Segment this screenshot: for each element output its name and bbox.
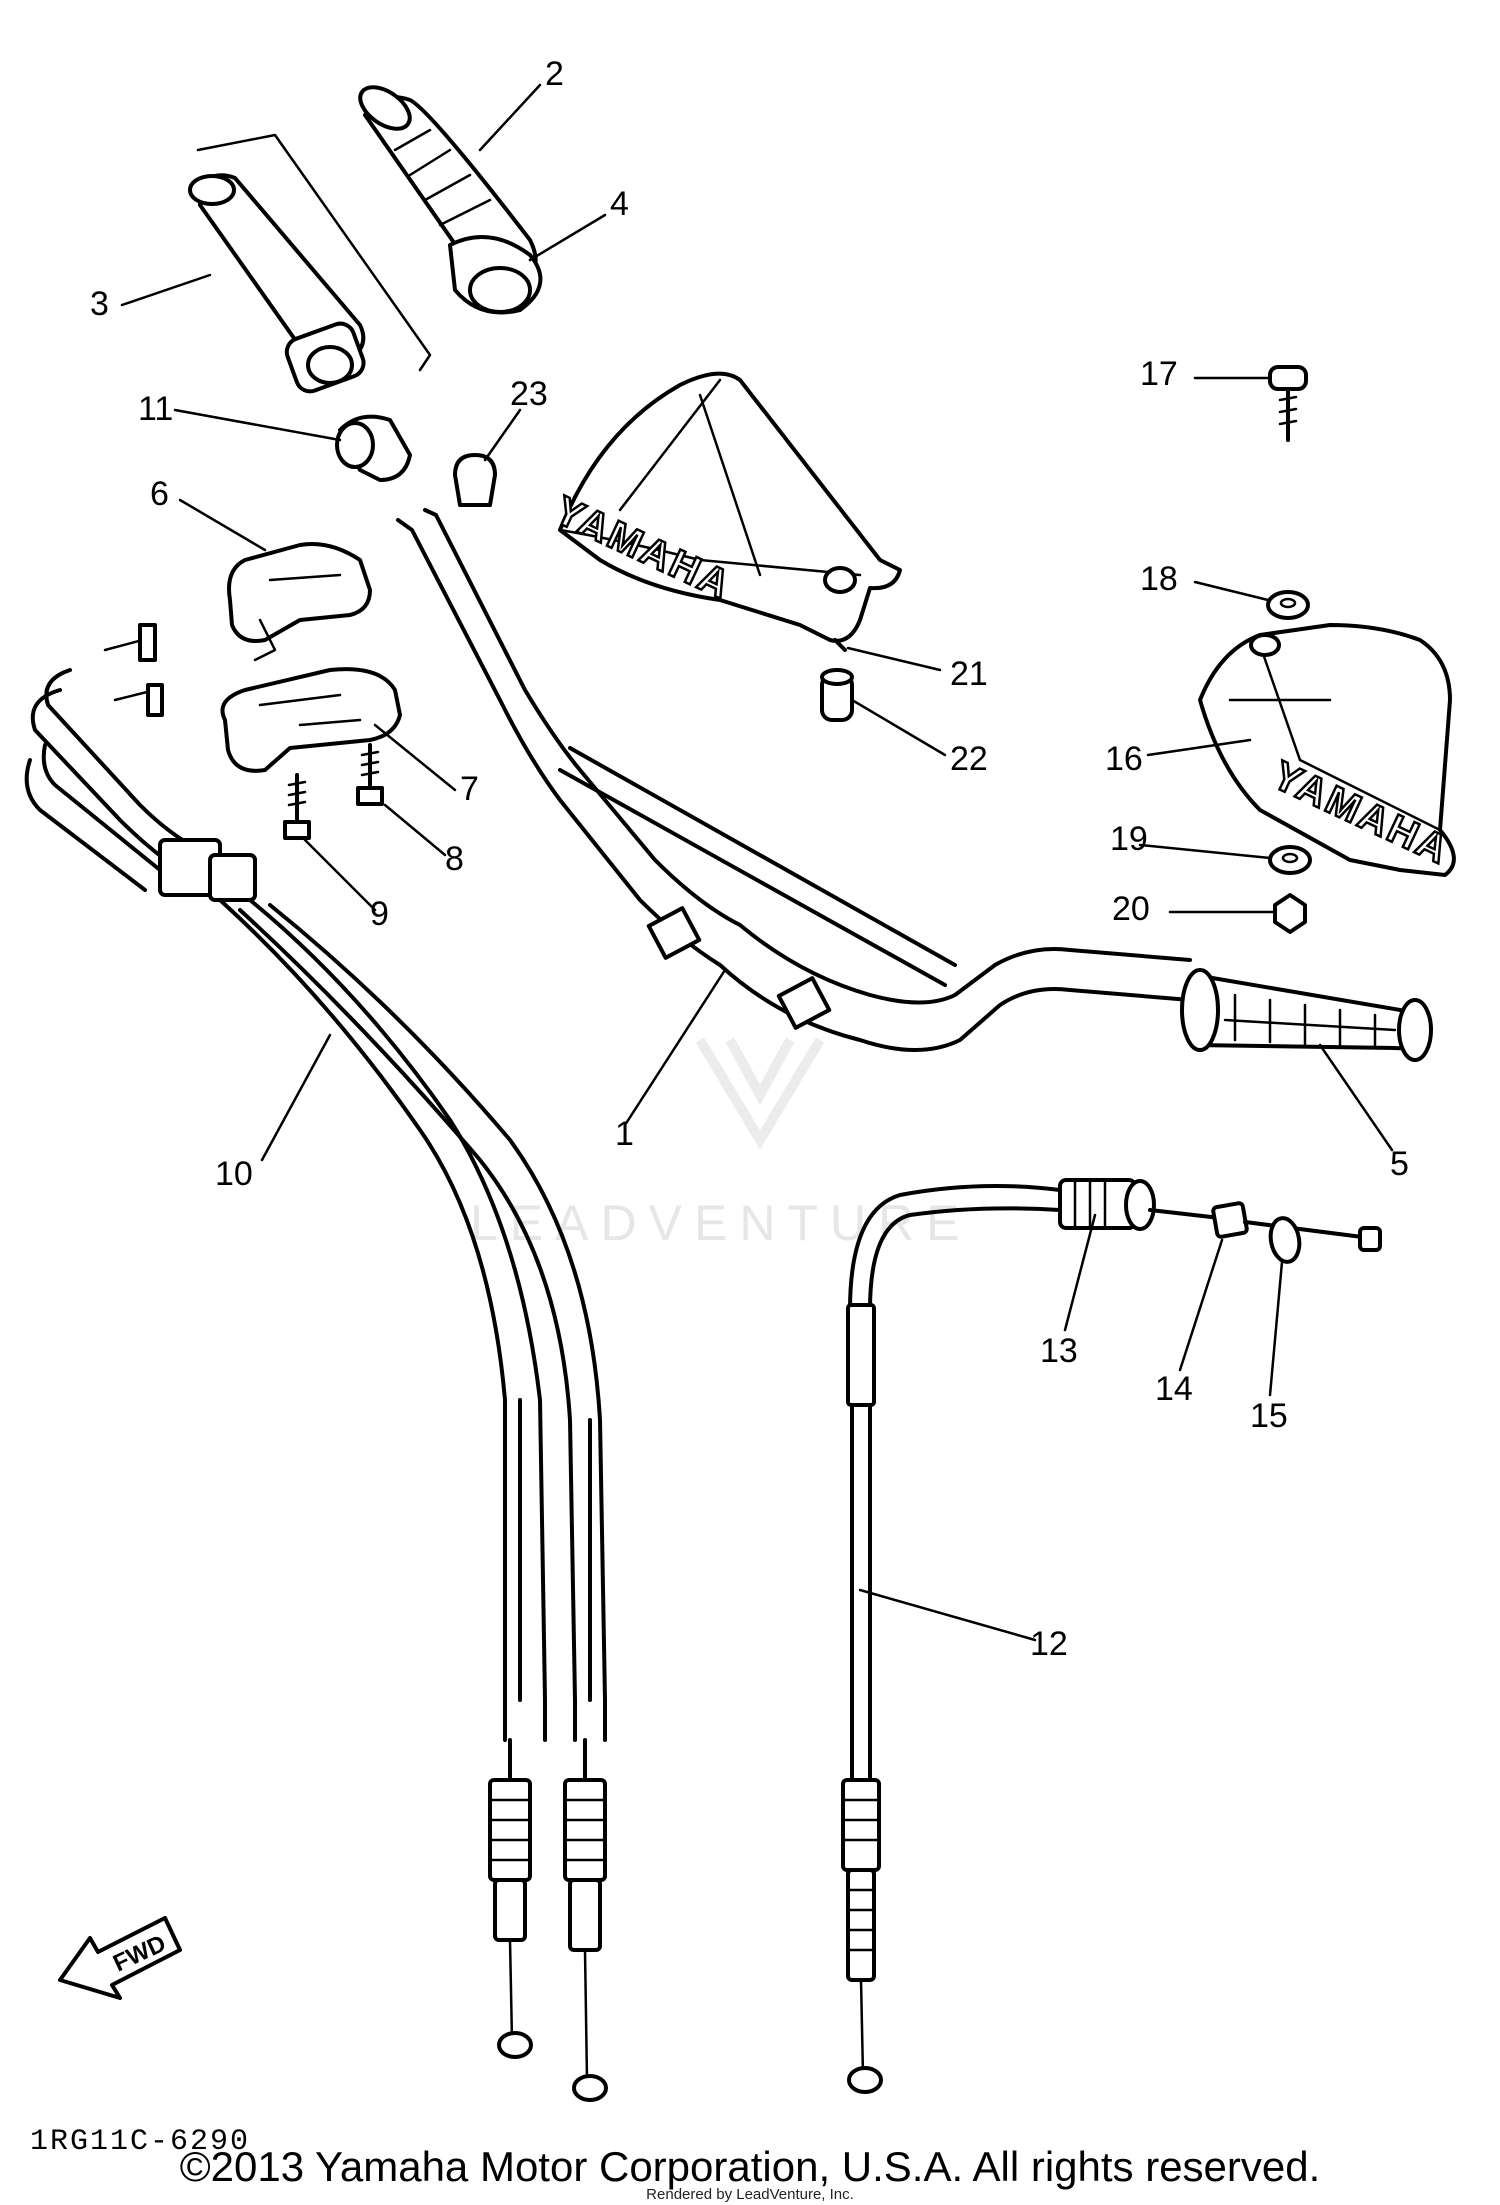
bolt bbox=[1268, 365, 1308, 442]
callout-6: 6 bbox=[150, 475, 169, 513]
throttle-housing-lower bbox=[220, 667, 402, 773]
callouts: 2 4 3 11 23 17 6 18 21 22 16 7 19 8 20 9… bbox=[90, 55, 1409, 1663]
callout-5: 5 bbox=[1390, 1145, 1409, 1183]
plug bbox=[453, 453, 497, 507]
leader-lines bbox=[120, 83, 1394, 1642]
rendered-by-note: Rendered by LeadVenture, Inc. bbox=[646, 2186, 854, 2203]
locknut-14 bbox=[1148, 1201, 1249, 1239]
screw-9 bbox=[283, 773, 311, 840]
washer-18 bbox=[1266, 590, 1310, 620]
throttle-grip bbox=[188, 173, 366, 394]
callout-2: 2 bbox=[545, 55, 564, 93]
callout-7: 7 bbox=[460, 770, 479, 808]
washer-19 bbox=[1268, 845, 1312, 875]
bracket-line bbox=[196, 133, 432, 372]
callout-3: 3 bbox=[90, 285, 109, 323]
copyright-notice: ©2013 Yamaha Motor Corporation, U.S.A. A… bbox=[179, 2143, 1321, 2190]
callout-20: 20 bbox=[1112, 890, 1150, 928]
callout-9: 9 bbox=[370, 895, 389, 933]
fwd-arrow: FWD bbox=[58, 1916, 182, 2000]
callout-12: 12 bbox=[1030, 1625, 1068, 1663]
callout-23: 23 bbox=[510, 375, 548, 413]
handguard-right: YAMAHA bbox=[1198, 623, 1458, 877]
watermark: LEADVENTURE bbox=[470, 1037, 972, 1251]
callout-8: 8 bbox=[445, 840, 464, 878]
callout-22: 22 bbox=[950, 740, 988, 778]
cable-adjuster bbox=[1058, 1178, 1156, 1231]
grip-right bbox=[1180, 968, 1433, 1062]
handlebar bbox=[396, 508, 1192, 1052]
callout-15: 15 bbox=[1250, 1397, 1288, 1435]
callout-4: 4 bbox=[610, 185, 629, 223]
grip-left bbox=[358, 85, 543, 315]
callout-14: 14 bbox=[1155, 1370, 1193, 1408]
handguard-left: YAMAHA bbox=[547, 371, 902, 652]
spacer bbox=[820, 668, 854, 722]
callout-19: 19 bbox=[1110, 820, 1148, 858]
washer-15 bbox=[1243, 1216, 1382, 1264]
figure-code: 1RG11C-6290 bbox=[30, 2125, 251, 2159]
callout-1: 1 bbox=[615, 1115, 634, 1153]
callout-10: 10 bbox=[215, 1155, 253, 1193]
callout-21: 21 bbox=[950, 655, 988, 693]
clutch-cable bbox=[841, 1184, 1062, 2094]
throttle-cable bbox=[24, 623, 608, 2102]
screw-8 bbox=[356, 743, 384, 806]
callout-13: 13 bbox=[1040, 1332, 1078, 1370]
watermark-text: LEADVENTURE bbox=[470, 1195, 972, 1251]
callout-17: 17 bbox=[1140, 355, 1178, 393]
throttle-housing-upper bbox=[227, 542, 372, 662]
callout-18: 18 bbox=[1140, 560, 1178, 598]
nut bbox=[1273, 893, 1307, 934]
collar bbox=[335, 414, 412, 482]
callout-16: 16 bbox=[1105, 740, 1143, 778]
callout-11: 11 bbox=[138, 390, 173, 428]
